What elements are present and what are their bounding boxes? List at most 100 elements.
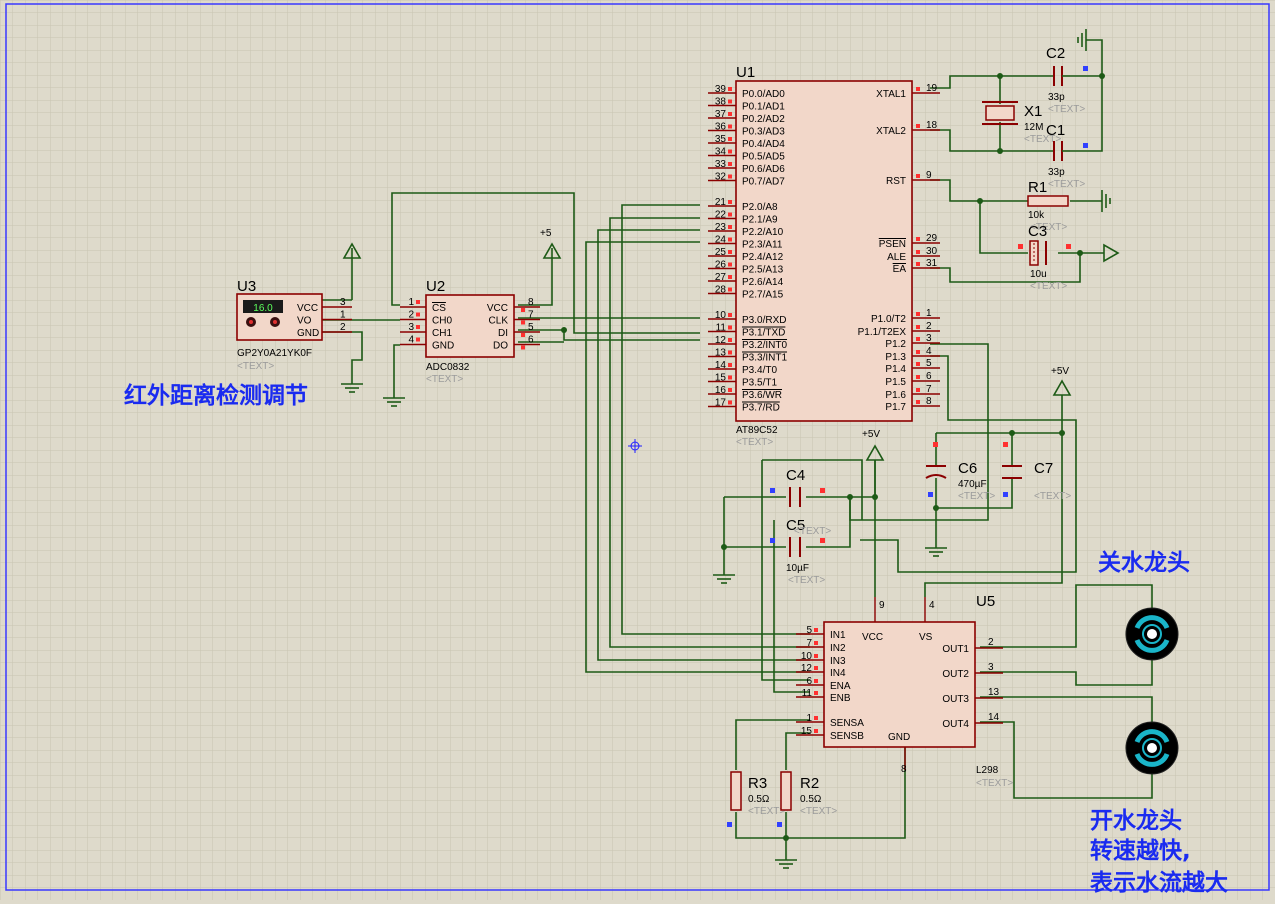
c6-text: <TEXT> — [958, 491, 995, 502]
u1-pin-number: 13 — [715, 348, 727, 359]
u5-pin-label: GND — [888, 732, 910, 743]
u2-pin-label: VCC — [487, 303, 508, 314]
u1-pin-label: P0.1/AD1 — [742, 102, 785, 113]
c5-value: 10µF — [786, 563, 809, 574]
u2-pin-number: 1 — [408, 297, 414, 308]
u2-pin-number: 2 — [408, 310, 414, 321]
u1-pin-number: 4 — [926, 346, 932, 357]
u1-part: AT89C52 — [736, 425, 778, 436]
u1-pin-number: 26 — [715, 260, 727, 271]
motor-top-icon[interactable] — [1125, 607, 1179, 661]
c6-ref: C6 — [958, 460, 977, 477]
power-label-plus5v-l298: +5V — [862, 429, 880, 440]
u1-pin-label: P2.7/A15 — [742, 290, 784, 301]
u5-pin-label: ENA — [830, 681, 851, 692]
u5-pin-number: 9 — [879, 600, 885, 611]
u5-pin-label: VCC — [862, 632, 883, 643]
u2-text: <TEXT> — [426, 374, 463, 385]
c4-ref: C4 — [786, 467, 805, 484]
u1-pin-label: P3.6/WR — [742, 390, 782, 401]
u5-pin-number: 14 — [988, 712, 1000, 723]
u3-pin-label: GND — [297, 328, 319, 339]
u1-pin-number: 1 — [926, 308, 932, 319]
u1-pin-number: 12 — [715, 335, 727, 346]
u1-pin-number: 27 — [715, 272, 727, 283]
u1-text: <TEXT> — [736, 437, 773, 448]
c1-ref: C1 — [1046, 122, 1065, 139]
r2-value: 0.5Ω — [800, 794, 822, 805]
u1-pin-label: P2.6/A14 — [742, 277, 784, 288]
r3-text: <TEXT> — [748, 806, 785, 817]
u5-pin-number: 10 — [801, 651, 813, 662]
u3-pin-number: 2 — [340, 322, 346, 333]
r3-value: 0.5Ω — [748, 794, 770, 805]
u2-pin-label: CS — [432, 303, 446, 314]
u5-pin-label: OUT1 — [942, 644, 969, 655]
c2-value: 33p — [1048, 92, 1065, 103]
u2-adc0832[interactable]: U2 ADC0832 <TEXT> 1CS2CH03CH14GND8VCC7CL… — [400, 278, 540, 385]
u1-pin-number: 16 — [715, 385, 727, 396]
u1-pin-number: 28 — [715, 285, 727, 296]
u5-pin-number: 8 — [901, 764, 907, 775]
capacitor-c3[interactable]: C3 10u <TEXT> — [1018, 223, 1071, 292]
open-tap-annotation-1: 开水龙头 — [1090, 808, 1182, 834]
capacitor-c5[interactable]: C5 <TEXT> 10µF <TEXT> — [770, 517, 831, 586]
u1-ref: U1 — [736, 64, 755, 81]
r1-text: <TEXT> — [1030, 222, 1067, 233]
u5-pin-label: IN2 — [830, 643, 846, 654]
u1-pin-number: 17 — [715, 398, 727, 409]
u5-ref: U5 — [976, 593, 995, 610]
resistor-r3[interactable]: R3 0.5Ω <TEXT> — [727, 771, 785, 827]
capacitor-c6[interactable]: C6 470µF <TEXT> — [925, 442, 995, 502]
ground-icon — [925, 547, 947, 557]
u1-pin-number: 25 — [715, 247, 727, 258]
crystal-x1[interactable]: X1 12M <TEXT> — [982, 101, 1061, 145]
u1-pin-label: P2.0/A8 — [742, 202, 778, 213]
u2-ref: U2 — [426, 278, 445, 295]
u3-ref: U3 — [237, 278, 256, 295]
open-tap-annotation-3: 表示水流越大 — [1090, 869, 1228, 896]
u1-pin-number: 36 — [715, 122, 727, 133]
u1-pin-label: XTAL1 — [876, 89, 906, 100]
u5-pin-number: 7 — [806, 638, 812, 649]
u1-pin-number: 37 — [715, 109, 727, 120]
u2-pin-label: CH1 — [432, 328, 452, 339]
capacitor-c1[interactable]: C1 33p <TEXT> — [1046, 122, 1088, 190]
u1-pin-number: 11 — [716, 323, 727, 334]
u1-pin-number: 29 — [926, 233, 938, 244]
u1-pin-number: 21 — [715, 197, 727, 208]
c3-text: <TEXT> — [1030, 281, 1067, 292]
u1-pin-label: P1.0/T2 — [871, 314, 906, 325]
c6-value: 470µF — [958, 479, 987, 490]
u1-pin-number: 10 — [715, 310, 727, 321]
u1-pin-label: P1.3 — [885, 352, 906, 363]
capacitor-c2[interactable]: C2 33p <TEXT> — [1046, 45, 1088, 115]
u1-pin-number: 19 — [926, 83, 938, 94]
power-arrow-icon — [1052, 379, 1072, 396]
u2-pin-label: GND — [432, 341, 454, 352]
u1-pin-number: 9 — [926, 170, 932, 181]
power-symbols: +5 +5V +5V — [341, 29, 1120, 869]
u1-pin-label: P2.2/A10 — [742, 227, 784, 238]
u1-pin-number: 2 — [926, 321, 932, 332]
capacitor-c7[interactable]: C7 <TEXT> — [1002, 442, 1071, 502]
ground-icon — [775, 859, 797, 869]
u1-pin-label: P3.1/TXD — [742, 328, 785, 339]
u1-pin-number: 18 — [926, 120, 938, 131]
u1-pin-label: EA — [893, 264, 907, 275]
u1-pin-number: 8 — [926, 396, 932, 407]
motor-bottom-icon[interactable] — [1125, 721, 1179, 775]
resistor-r1[interactable]: R1 10k <TEXT> — [1027, 179, 1069, 233]
u5-pin-label: IN3 — [830, 656, 846, 667]
capacitor-c4[interactable]: C4 — [770, 467, 825, 507]
resistor-r2[interactable]: R2 0.5Ω <TEXT> — [777, 771, 837, 827]
u1-pin-label: P3.4/T0 — [742, 365, 777, 376]
ground-icon — [1101, 190, 1111, 212]
power-label-plus5: +5 — [540, 228, 552, 239]
open-tap-annotation-2: 转速越快, — [1090, 837, 1191, 864]
u2-part: ADC0832 — [426, 362, 470, 373]
